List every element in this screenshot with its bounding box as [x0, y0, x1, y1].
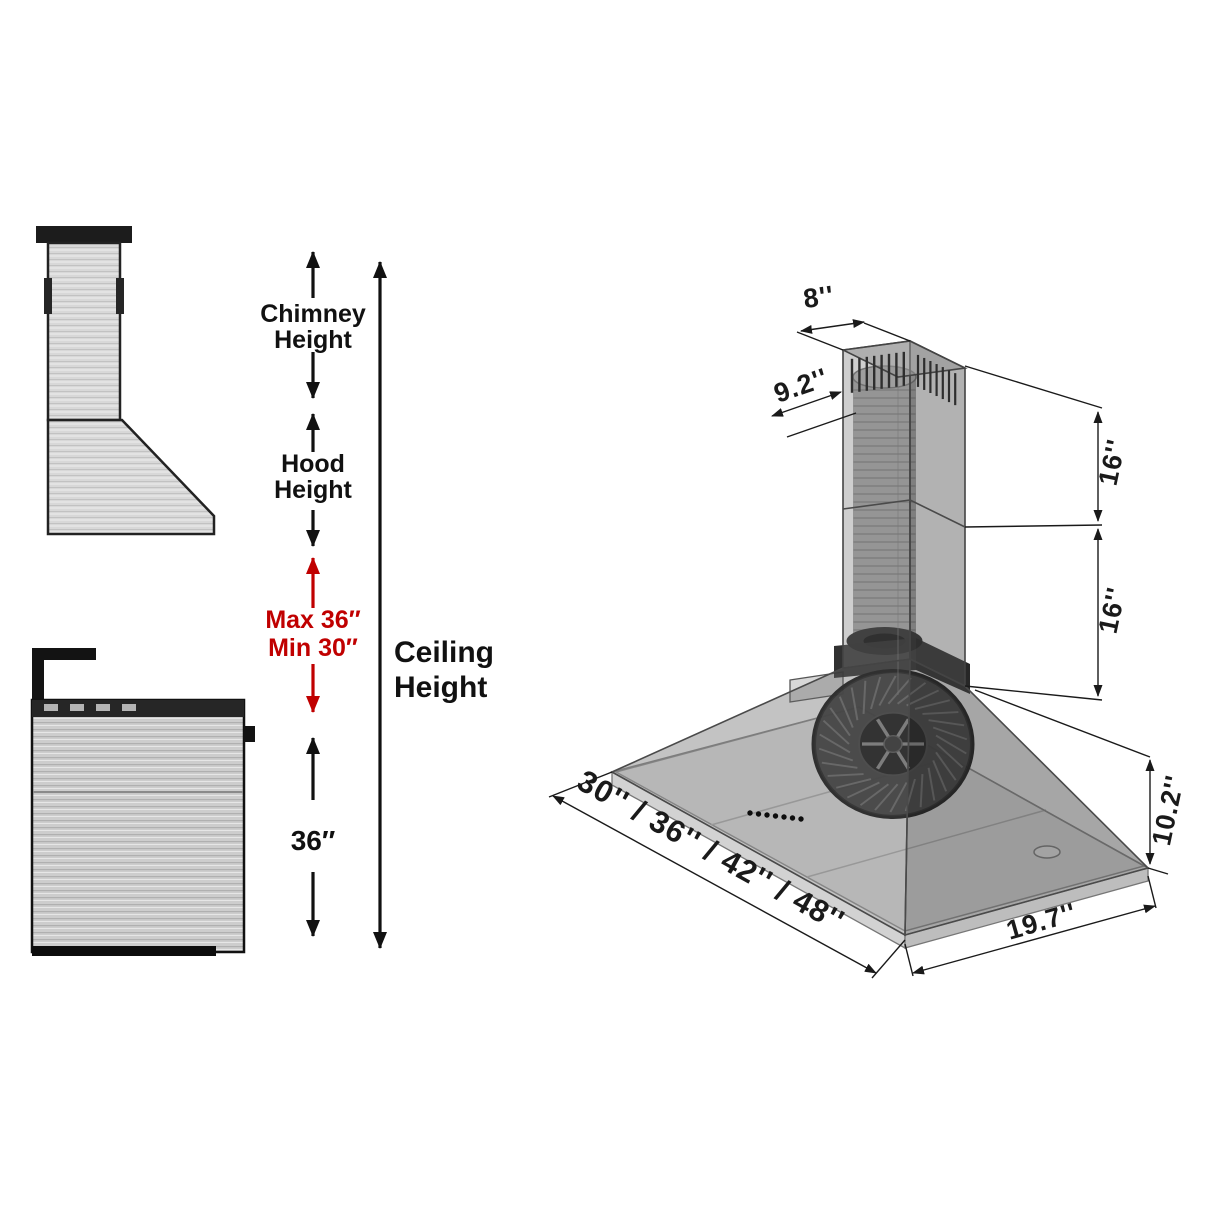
dim-16u-ext-top: [964, 365, 1103, 409]
range-handle: [32, 648, 96, 700]
dim-widths-line: [552, 795, 877, 974]
chimney-vents-right: [916, 354, 957, 406]
dim-widths-ext-1: [548, 771, 613, 798]
vent-hole: [1033, 845, 1061, 859]
mount-bracket-right: [116, 278, 124, 314]
dim-hood-height-label: 10.2'': [1146, 772, 1190, 848]
range-gap-label: 36″: [291, 825, 336, 856]
ceiling-height-label-line1: Ceiling: [394, 636, 494, 669]
max-height-label: Max 36″: [265, 606, 360, 634]
min-height-label: Min 30″: [268, 634, 358, 662]
apex-band-right: [916, 638, 970, 694]
dimension-column: Chimney Height Hood Height Max 36″ Min 3…: [260, 251, 494, 949]
side-view-hood: [36, 226, 216, 536]
dim-8-line: [800, 319, 865, 334]
chimney-vents-front: [850, 351, 905, 393]
range-body: [30, 698, 246, 954]
dim-8-ext-2: [863, 322, 911, 342]
range-base: [32, 946, 216, 956]
mount-bracket-left: [44, 278, 52, 314]
dim-92-line: [771, 391, 842, 417]
iso-dimensions: [548, 319, 1169, 979]
blower-spokes: [862, 718, 924, 770]
chimney-cap: [36, 226, 132, 243]
blower-fan: [811, 669, 975, 819]
apex-band-front: [834, 638, 916, 678]
side-view-range: [30, 648, 255, 956]
hood-canopy-side: [46, 418, 216, 536]
dim-16u-ext-mid: [964, 524, 1103, 528]
dim-92-ext: [786, 412, 857, 438]
hood-height-label-line2: Height: [274, 476, 352, 504]
dim-102-ext-top: [974, 689, 1151, 758]
canopy-face-right: [904, 657, 1150, 937]
hood-height-label-line1: Hood: [281, 450, 345, 478]
blower-fins: [818, 675, 968, 813]
chimney-height-label-line2: Height: [274, 326, 352, 354]
dim-197-ext-1: [904, 943, 914, 977]
chimney-height-label-line1: Chimney: [260, 300, 366, 328]
side-view: [30, 226, 255, 956]
duct-ribs: [853, 389, 916, 631]
dim-chimney-width-label: 8'': [801, 280, 836, 314]
chimney-seam-front: [842, 499, 911, 510]
dim-16l-ext-bottom: [964, 685, 1103, 701]
chimney-body: [46, 241, 122, 422]
chimney-seam-right: [909, 499, 966, 528]
dim-8-ext-1: [796, 331, 844, 351]
ceiling-height-label-line2: Height: [394, 671, 487, 704]
dim-197-line: [912, 904, 1156, 975]
dim-widths-ext-2: [871, 939, 906, 979]
dim-chimney-depth-label: 9.2'': [770, 362, 832, 408]
dim-102-ext-bottom: [1147, 867, 1169, 875]
dim-197-ext-2: [1147, 875, 1157, 909]
range-knob: [244, 726, 255, 742]
range-control-panel: [32, 700, 244, 717]
range-control-marks: [44, 704, 136, 711]
